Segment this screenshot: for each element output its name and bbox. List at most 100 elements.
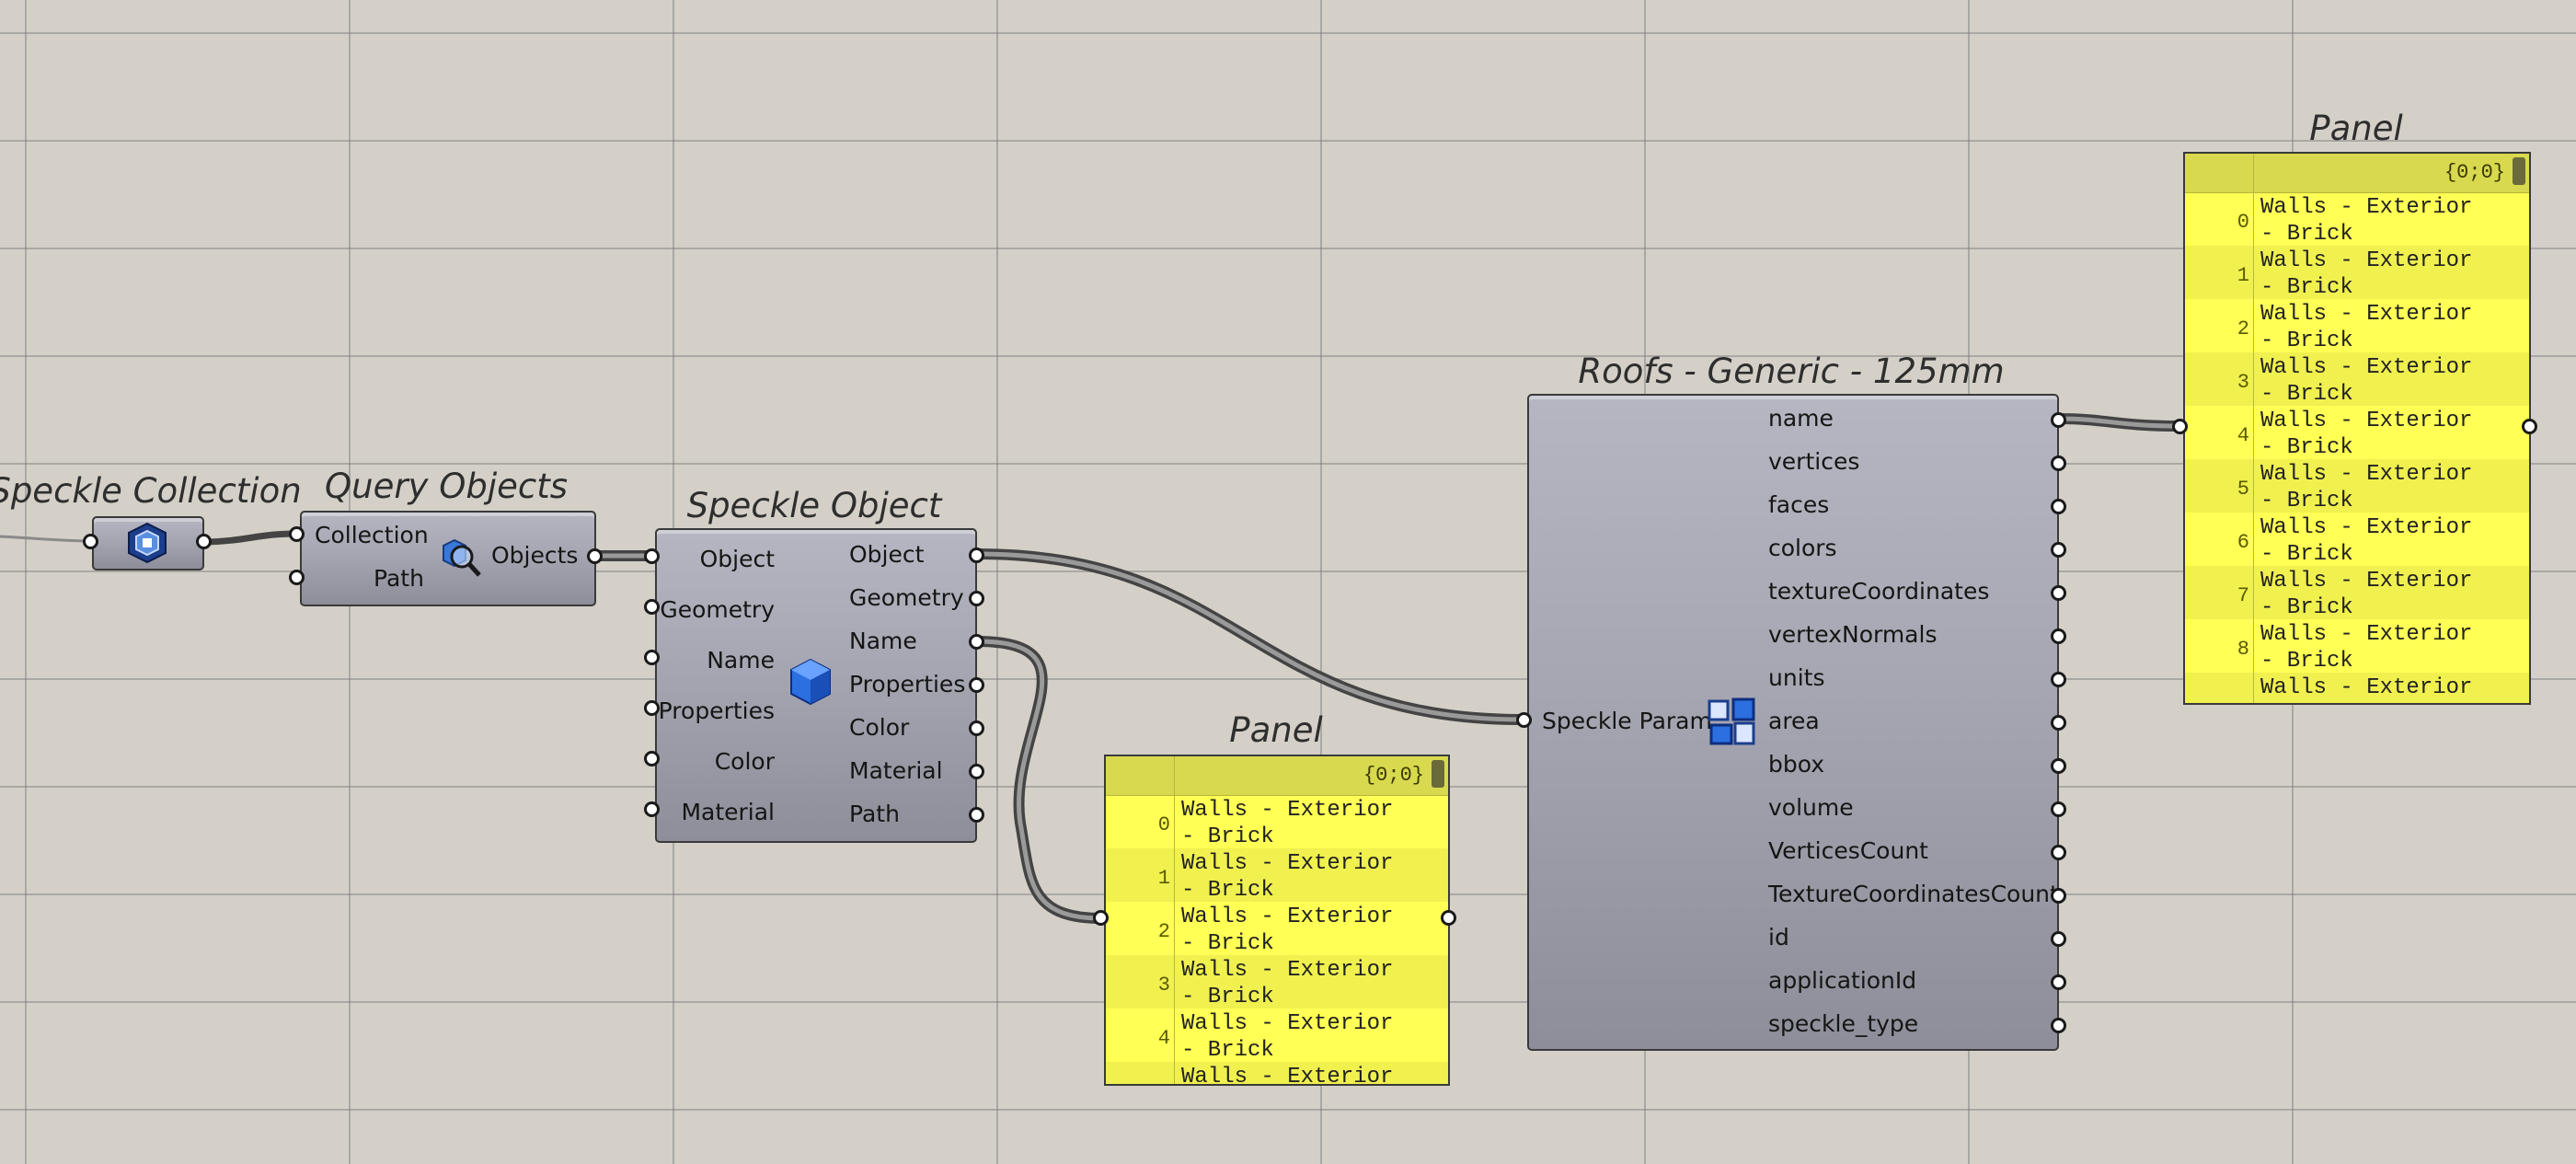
- query-output-objects-label: Objects: [491, 542, 579, 569]
- roofs-output-area-label: area: [1768, 708, 1820, 734]
- roofs-output-faces-port[interactable]: [2051, 499, 2066, 514]
- roofs-expand-node[interactable]: Speckle Param name vertices faces colors…: [1527, 394, 2059, 1051]
- so-input-geometry-label: Geometry: [660, 596, 775, 623]
- speckle-object-title: Speckle Object: [686, 486, 942, 525]
- roofs-output-speckle-type-port[interactable]: [2051, 1018, 2066, 1033]
- so-input-name-port[interactable]: [644, 650, 660, 665]
- roofs-output-colors-port[interactable]: [2051, 542, 2066, 558]
- wire-input-speckle-collection: [0, 535, 94, 543]
- panel-top-output-port[interactable]: [2522, 419, 2537, 434]
- panel-top[interactable]: {0;0} 0 Walls - Exterior - Brick 1 Walls…: [2183, 152, 2531, 705]
- roofs-output-area-port[interactable]: [2051, 715, 2066, 731]
- roofs-output-colors-label: colors: [1768, 535, 1837, 561]
- so-input-object-port[interactable]: [644, 548, 660, 564]
- query-objects-node[interactable]: Collection Path Objects: [300, 511, 596, 606]
- roofs-output-name-label: name: [1768, 405, 1834, 432]
- roofs-output-volume-port[interactable]: [2051, 801, 2066, 817]
- so-output-material-port[interactable]: [969, 764, 984, 779]
- speckle-collection-input-port[interactable]: [83, 534, 98, 549]
- panel-top-title: Panel: [2309, 109, 2403, 148]
- so-input-material-port[interactable]: [644, 801, 660, 817]
- panel-top-path: {0;0}: [2444, 161, 2505, 184]
- panel-top-input-port[interactable]: [2172, 419, 2188, 434]
- query-input-collection-port[interactable]: [289, 526, 305, 542]
- query-input-path-port[interactable]: [289, 570, 305, 585]
- list-item: 1 Walls - Exterior - Brick: [2185, 246, 2529, 300]
- so-input-properties-label: Properties: [658, 697, 775, 724]
- so-output-color-port[interactable]: [969, 720, 984, 736]
- roofs-output-verticescount-port[interactable]: [2051, 845, 2066, 860]
- wire-collection-to-query: [201, 530, 300, 546]
- query-input-path-label: Path: [374, 565, 424, 592]
- list-item: Walls - Exterior: [2185, 673, 2529, 703]
- speckle-collection-hex-icon: [128, 522, 167, 564]
- roofs-output-verticescount-label: VerticesCount: [1768, 837, 1928, 864]
- roofs-output-vertices-label: vertices: [1768, 448, 1860, 475]
- panel-top-header: {0;0}: [2185, 154, 2529, 193]
- so-output-properties-label: Properties: [849, 671, 966, 697]
- list-item: 4 Walls - Exterior - Brick: [2237, 409, 2473, 460]
- wire-name-to-panel: [972, 636, 1108, 924]
- list-item: 5 Walls - Exterior - Brick: [2185, 459, 2529, 513]
- panel-bottom-path: {0;0}: [1363, 764, 1424, 787]
- so-input-geometry-port[interactable]: [644, 599, 660, 615]
- so-output-name-label: Name: [849, 628, 917, 654]
- panel-bottom-output-port[interactable]: [1441, 910, 1456, 926]
- roofs-output-applicationid-port[interactable]: [2051, 974, 2066, 990]
- panel-bottom-scroll-grip[interactable]: [1432, 760, 1444, 788]
- roofs-output-units-label: units: [1768, 664, 1825, 691]
- so-output-geometry-label: Geometry: [849, 584, 964, 611]
- roofs-output-bbox-port[interactable]: [2051, 758, 2066, 774]
- roofs-output-applicationid-label: applicationId: [1768, 967, 1917, 994]
- query-output-objects-port[interactable]: [587, 548, 603, 564]
- so-input-properties-port[interactable]: [644, 700, 660, 716]
- roofs-output-units-port[interactable]: [2051, 672, 2066, 687]
- panel-bottom-header: {0;0}: [1106, 756, 1448, 796]
- panel-bottom[interactable]: {0;0} 0 Walls - Exterior - Brick 1 Walls…: [1104, 755, 1450, 1086]
- query-objects-title: Query Objects: [325, 467, 568, 506]
- roofs-input-speckle-param-port[interactable]: [1516, 712, 1532, 728]
- so-output-name-port[interactable]: [969, 634, 984, 650]
- roofs-output-texturecoordinates-port[interactable]: [2051, 585, 2066, 601]
- roofs-output-vertexnormals-port[interactable]: [2051, 628, 2066, 644]
- so-input-color-label: Color: [714, 748, 775, 775]
- roofs-node-title: Roofs - Generic - 125mm: [1578, 352, 2005, 391]
- panel-top-scroll-grip[interactable]: [2513, 157, 2525, 185]
- list-item: 7 Walls - Exterior - Brick: [2185, 566, 2529, 620]
- so-input-name-label: Name: [707, 647, 775, 674]
- roofs-output-vertices-port[interactable]: [2051, 455, 2066, 471]
- roofs-output-texturecoordinatescount-port[interactable]: [2051, 888, 2066, 904]
- wire-roof-name-to-panel: [2053, 413, 2186, 432]
- so-input-color-port[interactable]: [644, 751, 660, 766]
- so-output-path-port[interactable]: [969, 807, 984, 823]
- speckle-object-node[interactable]: Object Geometry Name Properties Color Ma…: [655, 528, 977, 843]
- panel-bottom-input-port[interactable]: [1093, 910, 1109, 926]
- roofs-output-volume-label: volume: [1768, 794, 1854, 821]
- list-item: 6 Walls - Exterior - Brick: [2237, 515, 2473, 567]
- list-item: 0 Walls - Exterior - Brick: [1157, 798, 1394, 849]
- list-item: 4 Walls - Exterior - Brick: [1157, 1011, 1394, 1063]
- speckle-collection-title: Speckle Collection: [0, 471, 302, 511]
- roofs-output-faces-label: faces: [1768, 491, 1830, 518]
- wire-object-to-speckle-param: [972, 548, 1528, 725]
- list-item: 8 Walls - Exterior - Brick: [2237, 622, 2473, 674]
- speckle-collection-output-port[interactable]: [196, 534, 212, 549]
- so-output-properties-port[interactable]: [969, 677, 984, 693]
- speckle-collection-node[interactable]: [92, 516, 204, 570]
- so-output-object-port[interactable]: [969, 547, 984, 563]
- roofs-output-vertexnormals-label: vertexNormals: [1768, 621, 1938, 648]
- list-item: 2 Walls - Exterior - Brick: [2237, 302, 2473, 353]
- roofs-output-speckle-type-label: speckle_type: [1768, 1010, 1919, 1037]
- list-item: 3 Walls - Exterior - Brick: [2185, 352, 2529, 407]
- deconstruct-puzzle-icon: [1708, 697, 1755, 745]
- panel-bottom-title: Panel: [1229, 710, 1323, 750]
- roofs-output-id-port[interactable]: [2051, 931, 2066, 947]
- so-input-object-label: Object: [699, 546, 775, 572]
- so-output-geometry-port[interactable]: [969, 591, 984, 606]
- blue-cube-icon: [790, 658, 831, 706]
- list-item: 2 Walls - Exterior - Brick: [1157, 905, 1394, 956]
- roofs-output-name-port[interactable]: [2051, 412, 2066, 428]
- list-item: 0 Walls - Exterior - Brick: [2237, 195, 2473, 247]
- so-input-material-label: Material: [681, 799, 775, 825]
